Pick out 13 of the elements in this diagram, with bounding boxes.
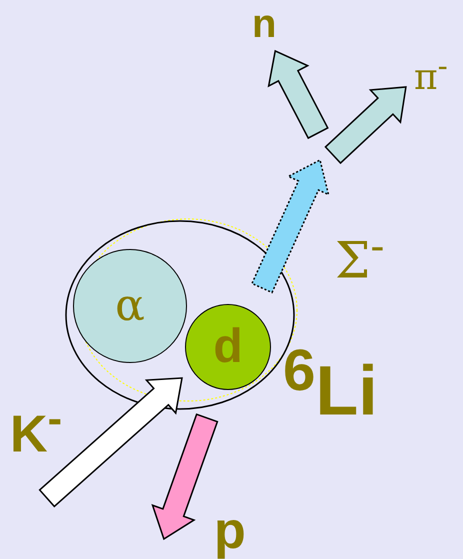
block-arrow: [250, 158, 330, 294]
particle-circle: d: [185, 304, 271, 390]
block-arrow: [268, 50, 329, 140]
edge-label: Σ$^{-}$: [335, 225, 384, 286]
nucleus-label: $^{6}$Li: [283, 342, 378, 426]
particle-label: K$^{-}$: [10, 398, 62, 460]
block-arrow: [324, 86, 407, 164]
block-arrow: [38, 377, 183, 508]
particle-label: n: [252, 4, 276, 44]
particle-circle: α: [73, 249, 187, 363]
particle-label: p: [214, 505, 246, 557]
particle-label: π$^{-}$: [414, 52, 448, 96]
block-arrow: [151, 413, 218, 540]
